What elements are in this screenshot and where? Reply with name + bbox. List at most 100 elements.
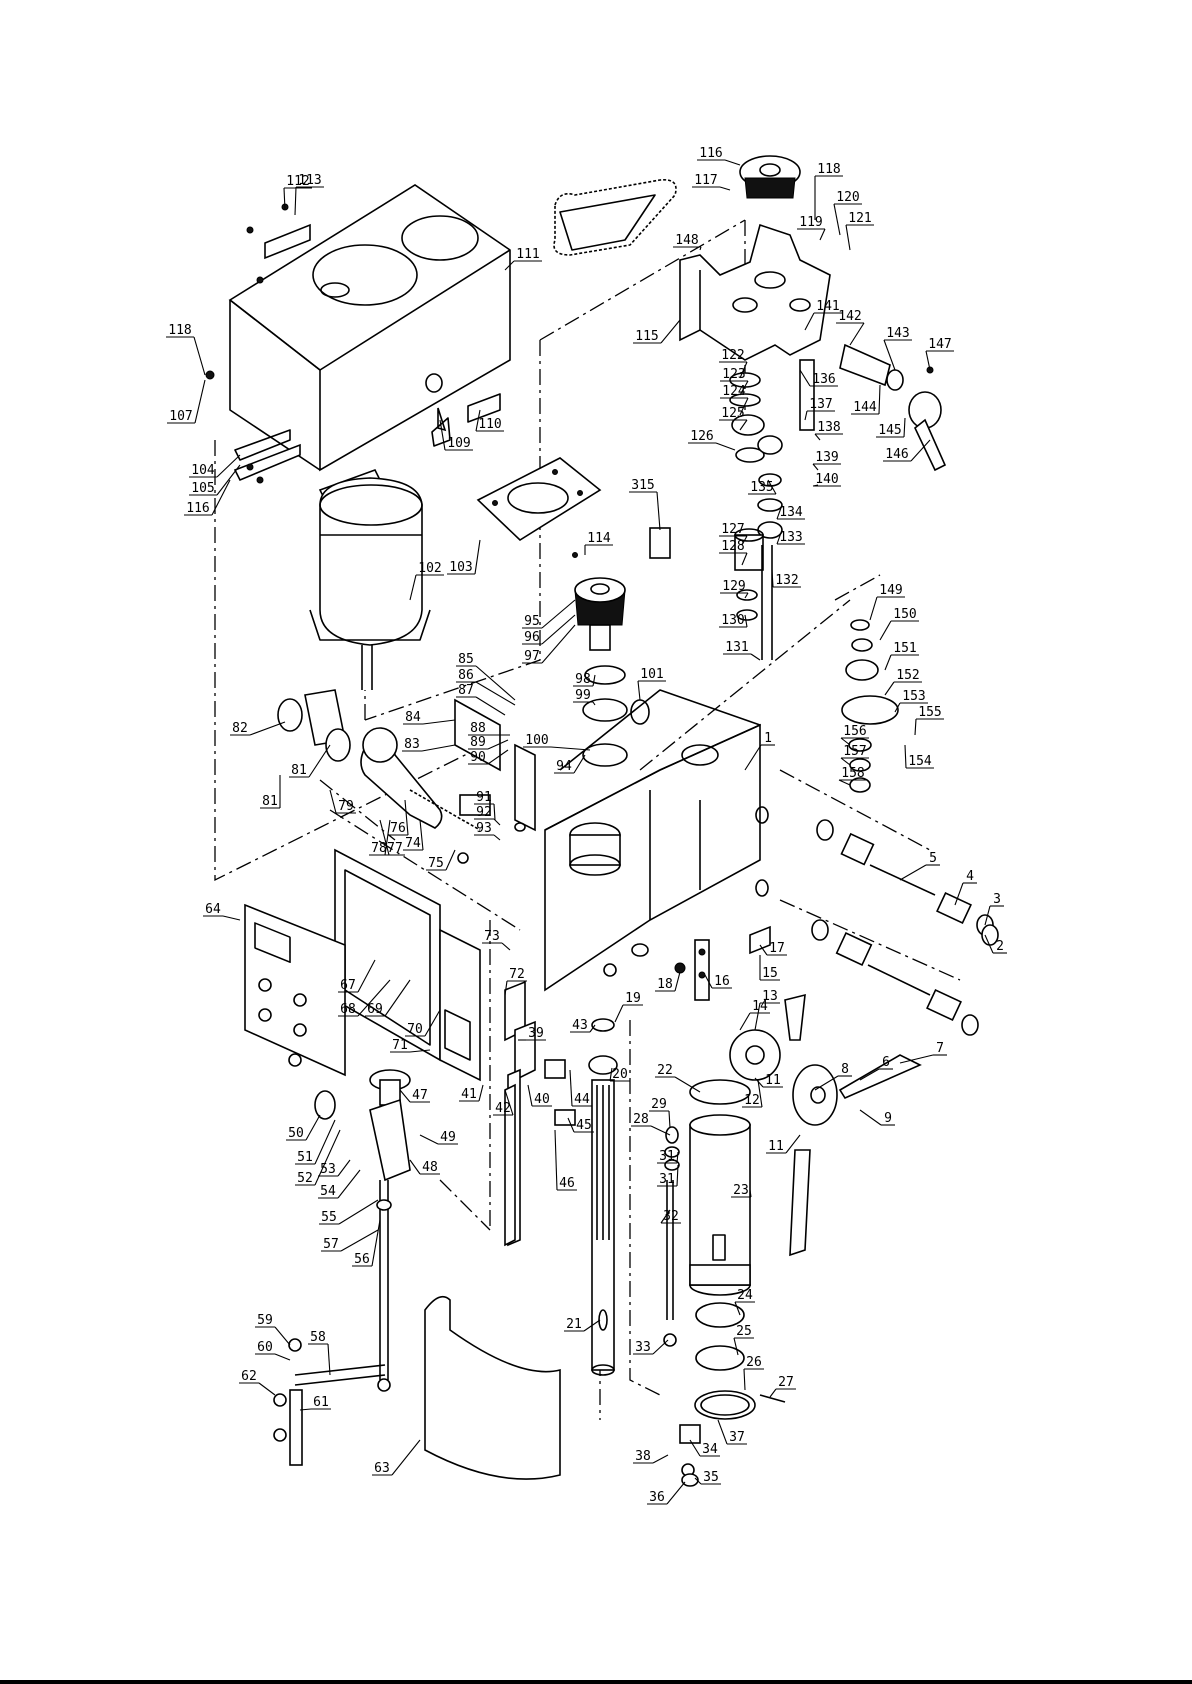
callout-leader-line <box>668 1110 671 1129</box>
part-callout-label: 116 <box>186 501 209 516</box>
part-callout-label: 18 <box>657 977 673 992</box>
callout-leader-line <box>833 203 841 236</box>
part-callout-label: 38 <box>635 1449 651 1464</box>
part-callout-label: 92 <box>476 805 492 820</box>
callout-leader-line <box>734 1301 741 1316</box>
part-callout-label: 60 <box>257 1340 273 1355</box>
part-callout-label: 22 <box>657 1063 673 1078</box>
quill <box>679 1079 786 1487</box>
part-callout-label: 127 <box>721 522 744 537</box>
callout-leader-line <box>676 1164 679 1187</box>
part-callout-label: 8 <box>841 1062 849 1077</box>
part-callout-label: 64 <box>205 902 221 917</box>
callout-leader-line <box>804 312 815 331</box>
callout-leader-line <box>754 1077 764 1088</box>
part-callout-label: 154 <box>908 754 932 769</box>
callout-leader-line <box>739 397 749 416</box>
callout-leader-line <box>216 454 241 478</box>
callout-leader-line <box>733 1337 739 1356</box>
callout-leader-line <box>589 1024 596 1033</box>
callout-leader-line <box>550 746 591 751</box>
part-callout-label: 40 <box>534 1092 550 1107</box>
callout-leader-line <box>749 1189 752 1198</box>
part-callout-label: 102 <box>418 561 441 576</box>
part-callout-label: 93 <box>476 821 492 836</box>
callout-leader-line <box>984 934 994 954</box>
callout-leader-line <box>305 1114 321 1141</box>
part-callout-label: 6 <box>882 1055 890 1070</box>
part-callout-label: 51 <box>297 1150 313 1165</box>
part-callout-label: 71 <box>392 1038 408 1053</box>
callout-leader-line <box>504 260 515 271</box>
spindle <box>588 1018 618 1376</box>
part-callout-label: 150 <box>893 607 916 622</box>
callout-leader-line <box>739 1012 751 1031</box>
callout-leader-line <box>283 187 286 211</box>
part-callout-label: 31 <box>659 1172 675 1187</box>
callout-leader-line <box>424 1009 441 1037</box>
callout-leader-line <box>676 1151 679 1164</box>
part-callout-label: 9 <box>884 1111 892 1126</box>
part-callout-label: 115 <box>635 329 658 344</box>
part-callout-label: 19 <box>625 991 641 1006</box>
part-callout-label: 152 <box>896 668 919 683</box>
part-callout-label: 23 <box>733 1183 749 1198</box>
callout-leader-line <box>504 1089 514 1116</box>
part-callout-label: 68 <box>340 1002 356 1017</box>
part-callout-label: 116 <box>699 146 722 161</box>
depth-rod <box>663 1126 680 1347</box>
callout-leader-line <box>840 737 851 746</box>
part-callout-label: 54 <box>320 1184 336 1199</box>
part-callout-label: 73 <box>484 929 500 944</box>
part-callout-label: 145 <box>878 423 901 438</box>
part-callout-label: 20 <box>612 1067 628 1082</box>
part-callout-label: 36 <box>649 1490 665 1505</box>
part-callout-label: 11 <box>765 1073 781 1088</box>
part-callout-label: 28 <box>633 1112 649 1127</box>
callout-leader-line <box>475 696 506 716</box>
part-callout-label: 128 <box>721 539 744 554</box>
callout-leader-line <box>222 915 241 921</box>
callout-leader-line <box>694 1477 702 1485</box>
part-callout-label: 43 <box>572 1018 588 1033</box>
part-callout-label: 85 <box>458 652 474 667</box>
part-callout-label: 48 <box>422 1160 438 1175</box>
callout-leader-line <box>819 228 826 241</box>
callout-leader-line <box>569 1069 573 1107</box>
callout-leader-line <box>674 1076 701 1093</box>
part-callout-label: 88 <box>470 721 486 736</box>
part-callout-label: 37 <box>729 1430 745 1445</box>
part-callout-label: 78 <box>371 841 387 856</box>
part-callout-label: 75 <box>428 856 444 871</box>
part-callout-label: 94 <box>556 759 572 774</box>
callout-leader-line <box>744 614 748 628</box>
callout-leader-line <box>849 322 865 346</box>
part-callout-label: 132 <box>775 573 798 588</box>
part-callout-label: 81 <box>262 794 278 809</box>
part-callout-label: 34 <box>702 1442 718 1457</box>
part-callout-label: 131 <box>725 640 748 655</box>
depth-stop-assembly <box>273 1069 411 1466</box>
part-callout-label: 100 <box>525 733 548 748</box>
callout-leader-line <box>883 339 896 371</box>
part-callout-label: 87 <box>458 683 474 698</box>
depth-scale <box>504 1083 516 1247</box>
callout-leader-line <box>899 1054 934 1064</box>
callout-leader-line <box>274 1353 291 1361</box>
part-callout-label: 79 <box>338 799 354 814</box>
intermediate-gear <box>574 577 650 767</box>
part-callout-label: 126 <box>690 429 713 444</box>
part-callout-label: 15 <box>762 966 778 981</box>
part-callout-label: 129 <box>722 579 745 594</box>
part-callout-label: 125 <box>721 406 744 421</box>
callout-leader-line <box>541 599 576 629</box>
part-callout-label: 155 <box>918 705 941 720</box>
part-callout-label: 56 <box>354 1252 370 1267</box>
callout-leader-line <box>660 319 681 344</box>
callout-leader-line <box>391 1439 421 1476</box>
part-callout-label: 118 <box>168 323 191 338</box>
part-callout-label: 53 <box>320 1162 336 1177</box>
part-callout-label: 16 <box>714 974 730 989</box>
part-callout-label: 57 <box>323 1237 339 1252</box>
